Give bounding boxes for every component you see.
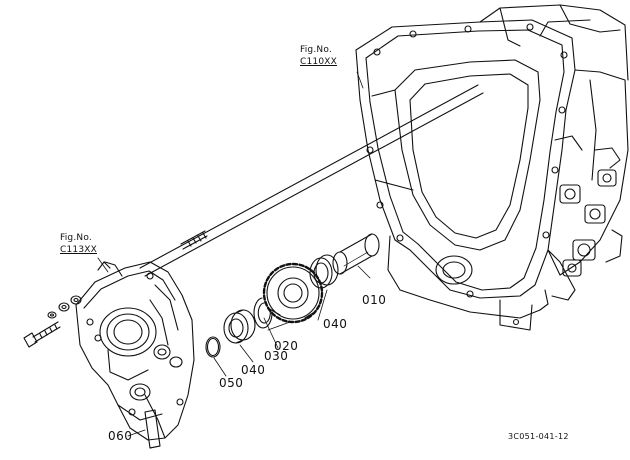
o-ring-050 (205, 336, 221, 358)
part-label-060: 060 (108, 429, 133, 443)
figure-ref-label: Fig.No. (60, 233, 92, 243)
figure-ref-code: C113XX (60, 245, 97, 255)
part-label-020: 020 (274, 339, 299, 353)
transmission-housing (355, 4, 629, 331)
part-label-050: 050 (219, 376, 244, 390)
figure-ref-c110xx: Fig.No. C110XX (300, 46, 337, 67)
pin-060 (144, 409, 161, 449)
part-label-040-right: 040 (323, 317, 348, 331)
leader-lines (97, 71, 371, 437)
long-shaft (139, 84, 484, 277)
figure-ref-c113xx: Fig.No. C113XX (60, 234, 97, 255)
part-label-030: 030 (264, 349, 289, 363)
figure-ref-label: Fig.No. (300, 45, 332, 55)
gear-020 (262, 262, 324, 324)
snap-ring-030 (253, 297, 273, 329)
drawing-code: 3C051-041-12 (508, 432, 569, 441)
part-label-010: 010 (362, 293, 387, 307)
figure-ref-code: C110XX (300, 57, 337, 67)
front-cover (75, 261, 195, 441)
bearing-040-left (223, 309, 256, 344)
part-label-040-left: 040 (241, 363, 266, 377)
bolt-and-washers (23, 295, 82, 348)
shaft-010 (332, 233, 380, 275)
